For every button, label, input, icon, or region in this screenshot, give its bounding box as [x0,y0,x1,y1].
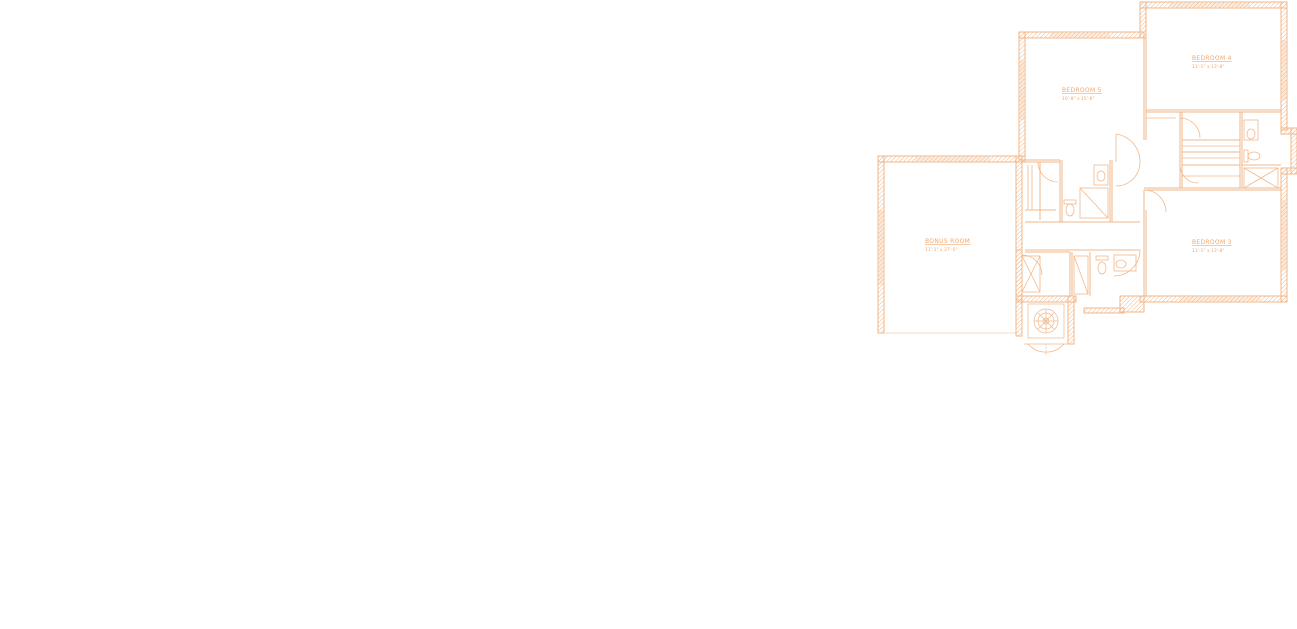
bonus-room-name: BONUS ROOM [925,238,970,245]
bedroom-4-name: BEDROOM 4 [1192,55,1232,62]
bedroom-3-name: BEDROOM 3 [1192,239,1232,246]
bath-fixtures [1021,117,1279,295]
exterior-walls [877,1,1297,345]
stair-fixture [1024,303,1068,345]
interior-walls [1025,38,1281,296]
doors [1021,117,1201,356]
bonus-room-dims: 11'-1" x 27'-5" [925,247,958,253]
bedroom-5-name: BEDROOM 5 [1062,87,1102,94]
windows [879,3,1286,334]
bedroom-4-dims: 11'-1" x 13'-8" [1192,64,1225,70]
bedroom-5-dims: 10'-8" x 15'-6" [1062,96,1095,102]
bedroom-3-dims: 11'-1" x 13'-8" [1192,248,1225,254]
